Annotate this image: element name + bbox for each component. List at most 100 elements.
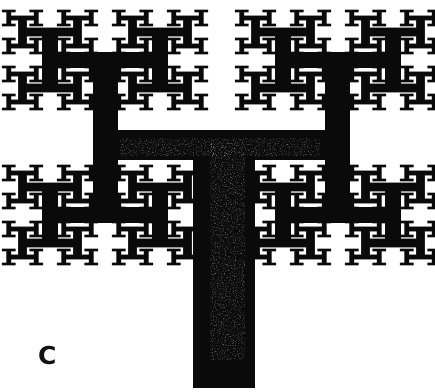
fractal-leaf (57, 108, 71, 111)
fractal-branch (152, 32, 168, 88)
fractal-branch (404, 11, 409, 25)
fractal-leaf (29, 165, 43, 168)
fractal-leaf (400, 221, 414, 224)
fractal-leaf (57, 193, 71, 196)
fractal-leaf (29, 24, 43, 27)
fractal-leaf (29, 221, 43, 224)
fractal-branch (322, 166, 327, 180)
fractal-branch (61, 95, 66, 109)
fractal-branch (322, 250, 327, 264)
fractal-branch (267, 166, 272, 180)
fractal-branch (251, 173, 260, 201)
fractal-leaf (400, 52, 414, 55)
fractal-leaf (345, 221, 359, 224)
fractal-branch (89, 194, 94, 208)
fractal-branch (385, 187, 401, 243)
fractal-branch (133, 239, 188, 248)
fractal-branch (171, 67, 176, 81)
fractal-branch (171, 166, 176, 180)
fractal-branch (352, 255, 380, 260)
fractal-leaf (262, 165, 276, 168)
fractal-branch (366, 183, 421, 192)
fractal-leaf (57, 80, 71, 83)
fractal-branch (174, 227, 202, 232)
fractal-branch (377, 95, 382, 109)
fractal-leaf (317, 24, 331, 27)
fractal-branch (23, 28, 78, 37)
fractal-branch (242, 100, 270, 105)
fractal-branch (116, 39, 121, 53)
fractal-branch (366, 84, 421, 93)
fractal-leaf (194, 221, 208, 224)
fractal-leaf (167, 193, 181, 196)
fractal-branch (416, 74, 425, 102)
fractal-branch (361, 229, 370, 257)
fractal-branch (64, 16, 92, 21)
fractal-leaf (290, 179, 304, 182)
fractal-leaf (112, 193, 126, 196)
fractal-branch (9, 255, 37, 260)
fractal-leaf (84, 207, 98, 210)
fractal-leaf (29, 193, 43, 196)
fractal-branch (352, 199, 380, 204)
fractal-branch (128, 18, 137, 46)
fractal-leaf (317, 235, 331, 238)
fractal-leaf (290, 10, 304, 13)
fractal-branch (366, 239, 421, 248)
fractal-branch (267, 194, 272, 208)
fractal-branch (377, 11, 382, 25)
fractal-branch (407, 100, 435, 105)
fractal-leaf (167, 249, 181, 252)
fractal-leaf (29, 52, 43, 55)
fractal-branch (64, 171, 92, 176)
fractal-branch (116, 250, 121, 264)
fractal-leaf (139, 38, 153, 41)
fractal-leaf (290, 24, 304, 27)
fractal-branch (242, 44, 270, 49)
fractal-leaf (262, 249, 276, 252)
tree-upright-right (325, 60, 350, 220)
fractal-leaf (400, 165, 414, 168)
fractal-branch (42, 32, 58, 88)
fractal-leaf (84, 221, 98, 224)
fractal-leaf (262, 108, 276, 111)
fractal-branch (199, 95, 204, 109)
fractal-branch (256, 84, 311, 93)
fractal-branch (61, 222, 66, 236)
fractal-branch (9, 72, 37, 77)
fractal-leaf (2, 221, 16, 224)
fractal-leaf (29, 66, 43, 69)
fractal-leaf (317, 179, 331, 182)
fractal-leaf (235, 108, 249, 111)
fractal-leaf (427, 207, 435, 210)
fractal-leaf (139, 24, 153, 27)
fractal-leaf (345, 80, 359, 83)
fractal-branch (9, 227, 37, 232)
fractal-leaf (57, 235, 71, 238)
fractal-branch (349, 95, 354, 109)
fractal-branch (61, 11, 66, 25)
fractal-leaf (84, 179, 98, 182)
fractal-leaf (345, 207, 359, 210)
fractal-leaf (427, 52, 435, 55)
fractal-branch (61, 250, 66, 264)
fractal-branch (144, 222, 149, 236)
fractal-branch (294, 166, 299, 180)
fractal-branch (171, 39, 176, 53)
fractal-branch (133, 28, 188, 37)
fractal-branch (152, 187, 168, 243)
fractal-leaf (139, 235, 153, 238)
fractal-branch (267, 222, 272, 236)
fractal-branch (89, 222, 94, 236)
fractal-branch (119, 227, 147, 232)
fractal-branch (119, 255, 147, 260)
fractal-branch (352, 44, 380, 49)
fractal-leaf (345, 165, 359, 168)
fractal-leaf (167, 263, 181, 266)
fractal-leaf (194, 80, 208, 83)
fractal-branch (322, 222, 327, 236)
fractal-leaf (235, 66, 249, 69)
fractal-leaf (29, 249, 43, 252)
fractal-leaf (317, 221, 331, 224)
fractal-branch (133, 183, 188, 192)
